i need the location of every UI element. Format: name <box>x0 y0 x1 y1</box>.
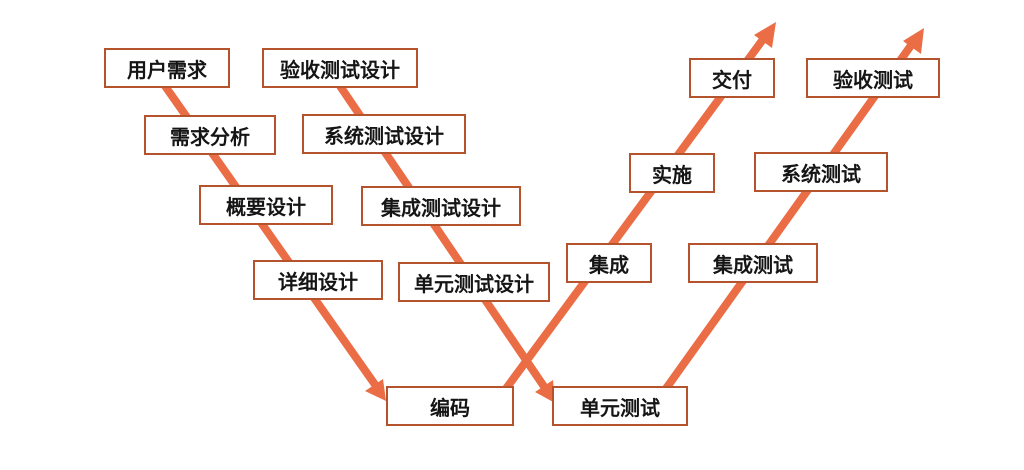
box-unit-test: 单元测试 <box>552 386 688 426</box>
box-requirements-analysis: 需求分析 <box>144 115 276 155</box>
box-acceptance-test: 验收测试 <box>806 58 940 98</box>
box-delivery: 交付 <box>689 58 775 98</box>
box-outline-design: 概要设计 <box>199 185 333 225</box>
box-coding: 编码 <box>386 386 514 426</box>
box-system-test-design: 系统测试设计 <box>302 114 466 154</box>
box-implementation: 实施 <box>629 153 715 193</box>
arrow-head-delivery <box>754 22 776 48</box>
box-detailed-design: 详细设计 <box>253 260 383 300</box>
box-unit-test-design: 单元测试设计 <box>398 262 550 302</box>
box-integration-test: 集成测试 <box>688 243 818 283</box>
box-user-requirements: 用户需求 <box>104 48 230 88</box>
box-acceptance-test-design: 验收测试设计 <box>262 48 418 88</box>
box-integration-test-design: 集成测试设计 <box>361 186 521 226</box>
arrow-unittest-to-acceptance <box>661 41 916 393</box>
box-integration: 集成 <box>566 243 652 283</box>
box-system-test: 系统测试 <box>754 152 888 192</box>
arrow-head-acceptance <box>903 28 924 54</box>
arrow-head-coding <box>365 379 386 401</box>
arrow-head-unit-test <box>535 380 555 403</box>
